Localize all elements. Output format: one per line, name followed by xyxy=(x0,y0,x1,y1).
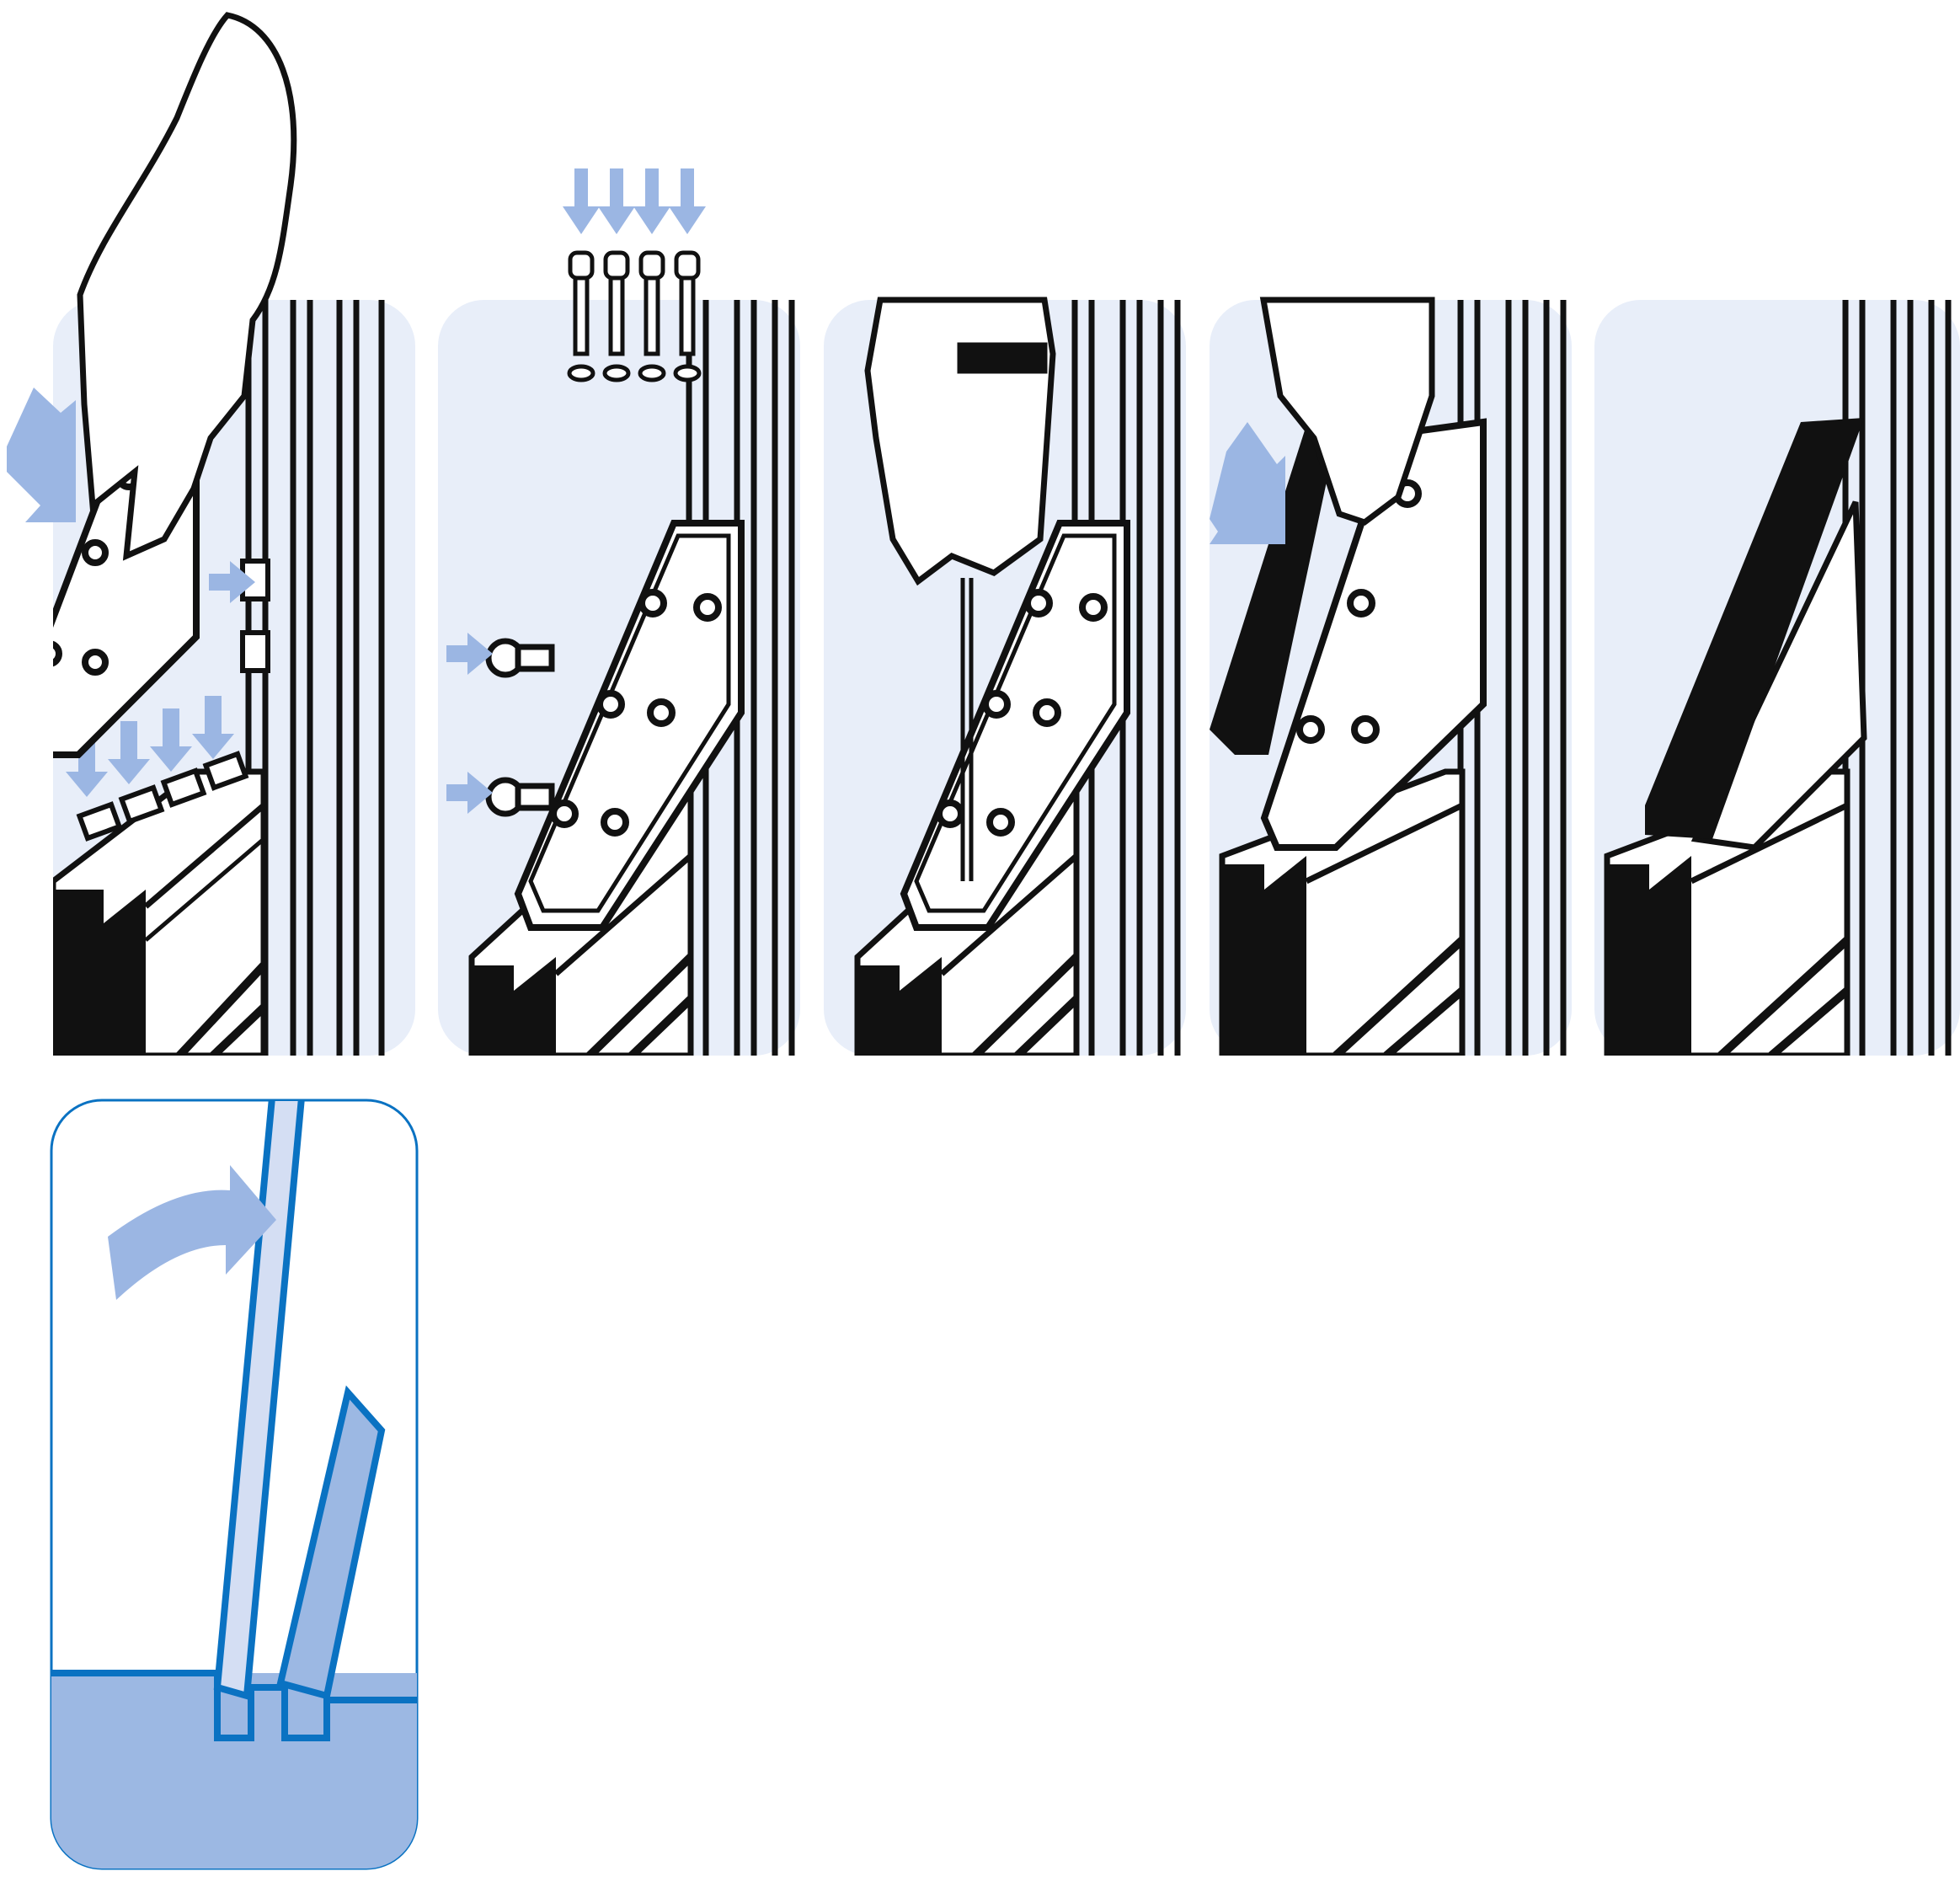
button-head-screw-icons xyxy=(485,638,555,817)
step-2-illustration xyxy=(438,300,800,1056)
hex-key-icon xyxy=(960,578,974,881)
step-1-panel xyxy=(53,300,415,1056)
step-4-illustration xyxy=(1210,300,1572,1056)
insert-arrow-icons xyxy=(446,633,493,814)
step-5-illustration xyxy=(1594,300,1960,1056)
cover-cap-icon xyxy=(1645,418,1864,839)
seal-lip xyxy=(276,1385,386,1700)
step-3-panel xyxy=(824,300,1186,1056)
step-2-panel xyxy=(438,300,800,1056)
detail-panel xyxy=(49,1098,419,1871)
angle-bracket xyxy=(514,520,745,931)
step-3-illustration xyxy=(824,300,1186,1056)
insert-arrow-icons xyxy=(563,168,706,234)
slot-nut-icons xyxy=(76,559,270,842)
step-4-panel xyxy=(1210,300,1572,1056)
inserted-strip xyxy=(213,1100,306,1701)
slot-outline xyxy=(51,1670,417,1741)
base-block xyxy=(51,1673,417,1869)
rotate-arrow-icon xyxy=(108,1165,276,1300)
horizontal-profile xyxy=(53,768,267,1056)
step-1-illustration xyxy=(53,300,415,1056)
detail-illustration xyxy=(50,1099,419,1870)
step-5-panel xyxy=(1594,300,1960,1056)
insert-arrow-icons xyxy=(66,561,255,797)
angle-bracket xyxy=(900,520,1130,931)
